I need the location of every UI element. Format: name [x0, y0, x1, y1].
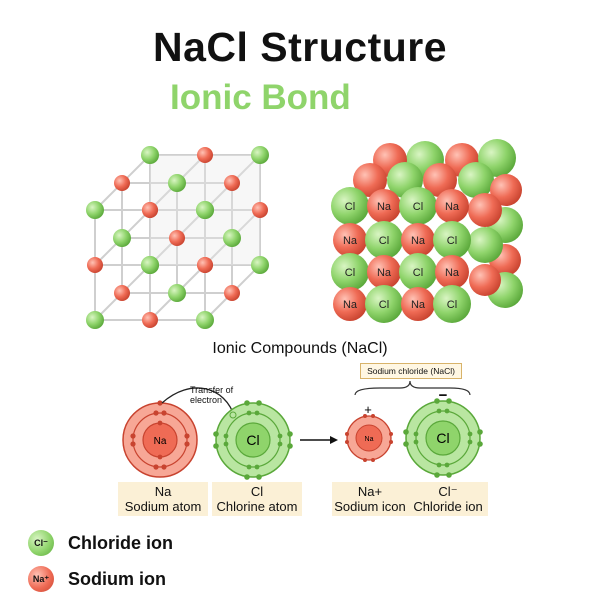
page-subtitle: Ionic Bond: [170, 78, 351, 117]
chloride-legend-icon: Cl⁻: [28, 530, 54, 556]
sf-label-cl: Cl: [447, 299, 457, 311]
na-ion-charge: +: [364, 402, 372, 417]
caption-sodium-atom: Na Sodium atom: [118, 482, 208, 516]
product-brace: [354, 380, 471, 396]
na-atom-symbol: Na: [154, 436, 167, 447]
legend-chloride: Cl⁻ Chloride ion: [28, 530, 173, 556]
lattice-ion-cl: [196, 311, 214, 329]
cl-ion-symbol: Cl: [436, 430, 449, 446]
lattice-ion-cl: [86, 201, 104, 219]
sodium-ion: Na +: [345, 402, 393, 462]
lattice-ion-na: [197, 147, 213, 163]
caption-label: Chloride ion: [413, 499, 483, 514]
transfer-label-line2: electron: [190, 395, 223, 405]
lattice-ion-cl: [196, 201, 214, 219]
lattice-ion-na: [197, 257, 213, 273]
lattice-ion-cl: [251, 146, 269, 164]
caption-label: Sodium icon: [334, 499, 406, 514]
lattice-ion-na: [224, 175, 240, 191]
sf-label-cl: Cl: [345, 267, 355, 279]
sf-label-na: Na: [343, 299, 358, 311]
legend-label: Chloride ion: [68, 532, 173, 553]
sf-label-na: Na: [377, 201, 392, 213]
lattice-ion-na: [169, 230, 185, 246]
legend-sodium: Na⁺ Sodium ion: [28, 566, 166, 592]
cl-ion-charge: −: [439, 387, 448, 404]
lattice-ion-na: [87, 257, 103, 273]
lattice-ion-cl: [251, 256, 269, 274]
sodium-atom: Na: [122, 400, 198, 478]
lattice-ion-cl: [168, 174, 186, 192]
sf-label-cl: Cl: [379, 299, 389, 311]
lattice-ion-na: [224, 285, 240, 301]
sf-label-na: Na: [411, 299, 426, 311]
caption-symbol: Cl⁻: [438, 484, 458, 499]
sf-label-cl: Cl: [345, 201, 355, 213]
lattice-ion-cl: [113, 229, 131, 247]
sf-label-na: Na: [445, 267, 460, 279]
reaction-arrowhead: [330, 436, 338, 444]
sf-label-cl: Cl: [379, 235, 389, 247]
lattice-ion-na: [114, 175, 130, 191]
sf-label-na: Na: [411, 235, 426, 247]
legend-symbol: Cl⁻: [34, 537, 48, 548]
na-ion-symbol: Na: [365, 436, 374, 443]
sf-label-na: Na: [377, 267, 392, 279]
sodium-legend-icon: Na⁺: [28, 566, 54, 592]
caption-symbol: Na: [154, 484, 172, 499]
caption-symbol: Cl: [250, 484, 264, 499]
lattice-ion-cl: [86, 311, 104, 329]
sf-label-cl: Cl: [413, 201, 423, 213]
lattice-ion-cl: [141, 146, 159, 164]
lattice-ion-na: [142, 312, 158, 328]
sf-label-na: Na: [343, 235, 358, 247]
sf-label-cl: Cl: [413, 267, 423, 279]
legend-symbol: Na⁺: [32, 573, 50, 584]
transfer-arrow: [161, 387, 236, 419]
sodium-chloride-callout: Sodium chloride (NaCl): [360, 363, 462, 379]
cl-atom-symbol: Cl: [246, 432, 259, 448]
chlorine-atom: Cl: [213, 400, 293, 480]
sf-label-na: Na: [445, 201, 460, 213]
lattice-ion-cl: [223, 229, 241, 247]
caption-symbol: Na+: [357, 484, 383, 499]
lattice-ion-na: [114, 285, 130, 301]
chloride-ion: Cl −: [403, 387, 483, 478]
caption-label: Chlorine atom: [216, 499, 298, 514]
transfer-label-line1: Transfer of: [190, 385, 234, 395]
page-title: NaCl Structure: [152, 24, 448, 70]
section-title: Ionic Compounds (NaCl): [212, 340, 388, 357]
caption-chlorine-atom: Cl Chlorine atom: [212, 482, 302, 516]
ball-and-stick-lattice: [86, 146, 269, 329]
lattice-ion-na: [142, 202, 158, 218]
space-filling-front: [331, 187, 471, 323]
caption-label: Sodium atom: [124, 499, 202, 514]
lattice-ion-cl: [168, 284, 186, 302]
caption-chloride-ion: Cl⁻ Chloride ion: [408, 482, 488, 516]
transfer-label: Transfer of electron: [190, 385, 233, 405]
legend-label: Sodium ion: [68, 568, 166, 589]
caption-sodium-ion: Na+ Sodium icon: [332, 482, 408, 516]
space-filling-model: Cl Na Cl Na Na Cl Na Cl Cl Na Cl Na Na C…: [331, 139, 523, 323]
lattice-ion-cl: [141, 256, 159, 274]
lattice-ion-na: [252, 202, 268, 218]
sf-label-cl: Cl: [447, 235, 457, 247]
